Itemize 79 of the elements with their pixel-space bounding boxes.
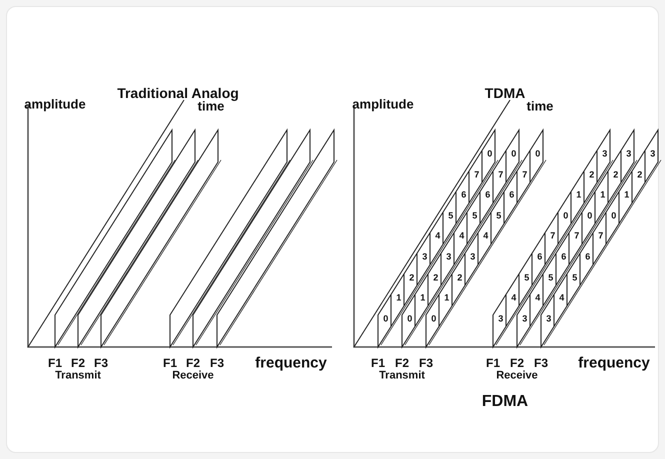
slot-number: 0 — [407, 314, 412, 324]
frequency-channel-label: F3 — [419, 357, 433, 369]
panel-title: FDMA — [482, 394, 528, 410]
panel-title: TDMA — [484, 86, 526, 100]
group-label: Receive — [172, 370, 214, 382]
group-label: Transmit — [55, 370, 101, 382]
group-label: Receive — [496, 370, 538, 382]
slot-number: 1 — [624, 190, 630, 200]
slot-number: 3 — [498, 314, 504, 324]
slot-number: 5 — [496, 211, 502, 220]
frequency-channel-label: F2 — [186, 357, 200, 369]
slot-number: 4 — [435, 232, 440, 241]
axis-label: frequency — [255, 356, 327, 370]
panel-title: Traditional Analog — [117, 86, 239, 100]
slot-number: 4 — [483, 232, 488, 241]
axis-label: amplitude — [352, 98, 414, 110]
slot-number: 4 — [559, 294, 564, 303]
slot-number: 3 — [446, 252, 452, 262]
slot-number: 1 — [444, 294, 450, 303]
slot-number: 3 — [626, 150, 632, 159]
slot-number: 7 — [522, 170, 528, 180]
axis-label: frequency — [578, 356, 650, 370]
frequency-channel-label: F3 — [534, 357, 548, 369]
slot-number: 5 — [548, 273, 554, 282]
slot-number: 0 — [487, 150, 492, 159]
slot-number: 3 — [650, 150, 656, 159]
slot-number: 4 — [511, 294, 516, 303]
slot-number: 1 — [576, 190, 582, 200]
frequency-channel-label: F1 — [371, 357, 385, 369]
slot-number: 2 — [457, 273, 462, 282]
slot-number: 3 — [470, 252, 476, 262]
slot-number: 1 — [396, 294, 402, 303]
slot-number: 0 — [587, 211, 592, 220]
slot-number: 1 — [420, 294, 426, 303]
slot-number: 3 — [602, 150, 608, 159]
slot-number: 5 — [472, 211, 478, 220]
frequency-channel-label: F2 — [510, 357, 524, 369]
slot-number: 3 — [522, 314, 528, 324]
frequency-channel-label: F2 — [71, 357, 85, 369]
frequency-channel-label: F3 — [94, 357, 108, 369]
slot-number: 0 — [511, 150, 516, 159]
slot-number: 6 — [537, 252, 542, 262]
slot-number: 6 — [485, 190, 490, 200]
frequency-channel-label: F1 — [163, 357, 177, 369]
slot-number: 2 — [409, 273, 414, 282]
frequency-channel-label: F1 — [48, 357, 62, 369]
slot-number: 3 — [546, 314, 552, 324]
axis-label: amplitude — [24, 98, 86, 110]
slot-number: 2 — [613, 170, 618, 180]
axis-label: time — [198, 100, 224, 112]
slot-number: 5 — [524, 273, 530, 282]
slot-number: 6 — [509, 190, 514, 200]
slot-number: 0 — [563, 211, 568, 220]
group-label: Transmit — [379, 370, 425, 382]
slot-number: 7 — [550, 232, 556, 241]
slot-number: 4 — [535, 294, 540, 303]
slot-number: 0 — [431, 314, 436, 324]
slot-number: 4 — [459, 232, 464, 241]
frequency-channel-label: F3 — [210, 357, 224, 369]
slot-number: 5 — [572, 273, 578, 282]
axis-label: time — [526, 100, 554, 112]
slot-number: 1 — [600, 190, 606, 200]
slot-number: 2 — [433, 273, 438, 282]
slot-number: 7 — [574, 232, 580, 241]
slot-number: 0 — [383, 314, 388, 324]
slot-number: 5 — [448, 211, 454, 220]
slot-number: 0 — [535, 150, 540, 159]
slot-number: 0 — [611, 211, 616, 220]
slot-number: 7 — [498, 170, 504, 180]
slot-number: 3 — [422, 252, 428, 262]
slot-number: 7 — [474, 170, 480, 180]
slot-number: 2 — [589, 170, 594, 180]
slot-number: 6 — [561, 252, 566, 262]
slot-number: 6 — [461, 190, 466, 200]
slot-number: 7 — [598, 232, 604, 241]
frequency-channel-label: F2 — [395, 357, 409, 369]
slot-number: 2 — [637, 170, 642, 180]
frequency-channel-label: F1 — [486, 357, 500, 369]
slot-number: 6 — [585, 252, 590, 262]
